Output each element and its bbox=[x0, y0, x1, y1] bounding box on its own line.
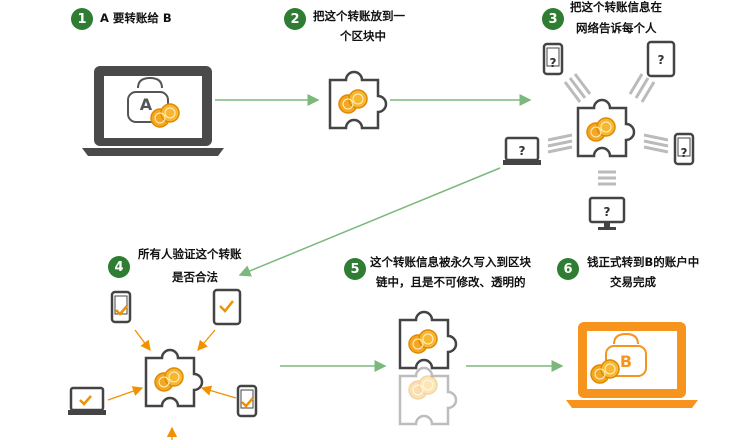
validation-arrows bbox=[107, 329, 237, 440]
question-mark: ? bbox=[519, 144, 526, 158]
step-6-caption-line1: 钱正式转到B的账户中 bbox=[587, 255, 700, 269]
step-2-caption-line1: 把这个转账放到一 bbox=[313, 9, 405, 23]
step-4-caption-line1: 所有人验证这个转账 bbox=[138, 247, 242, 261]
step-2-caption-line2: 个区块中 bbox=[340, 29, 386, 43]
step-6-badge: 6 bbox=[557, 258, 579, 280]
step-4-badge: 4 bbox=[108, 256, 130, 278]
step-3-caption-line1: 把这个转账信息在 bbox=[570, 0, 662, 14]
step-5-caption-line2: 链中，且是不可修改、透明的 bbox=[376, 275, 526, 289]
wallet-b-label: B bbox=[620, 352, 632, 371]
step-4-caption-line2: 是否合法 bbox=[172, 270, 218, 284]
arrow-3-4 bbox=[238, 167, 501, 277]
step-5-caption-line1: 这个转账信息被永久写入到区块 bbox=[370, 255, 531, 269]
checkmark-icon bbox=[79, 300, 254, 408]
step-1-caption: A 要转账给 B bbox=[100, 11, 172, 25]
question-mark: ? bbox=[550, 56, 557, 70]
broadcast-waves bbox=[547, 73, 669, 186]
step-3-badge: 3 bbox=[542, 8, 564, 30]
question-mark: ? bbox=[681, 146, 688, 160]
step-3-caption-line2: 网络告诉每个人 bbox=[576, 21, 657, 35]
step-1-badge: 1 bbox=[71, 8, 93, 30]
wallet-a-label: A bbox=[140, 95, 153, 114]
step-5-badge: 5 bbox=[344, 258, 366, 280]
question-mark: ? bbox=[658, 53, 665, 67]
step-6-caption-line2: 交易完成 bbox=[610, 275, 656, 289]
question-mark: ? bbox=[604, 205, 611, 219]
step-2-badge: 2 bbox=[284, 8, 306, 30]
phone-icon bbox=[236, 384, 258, 418]
